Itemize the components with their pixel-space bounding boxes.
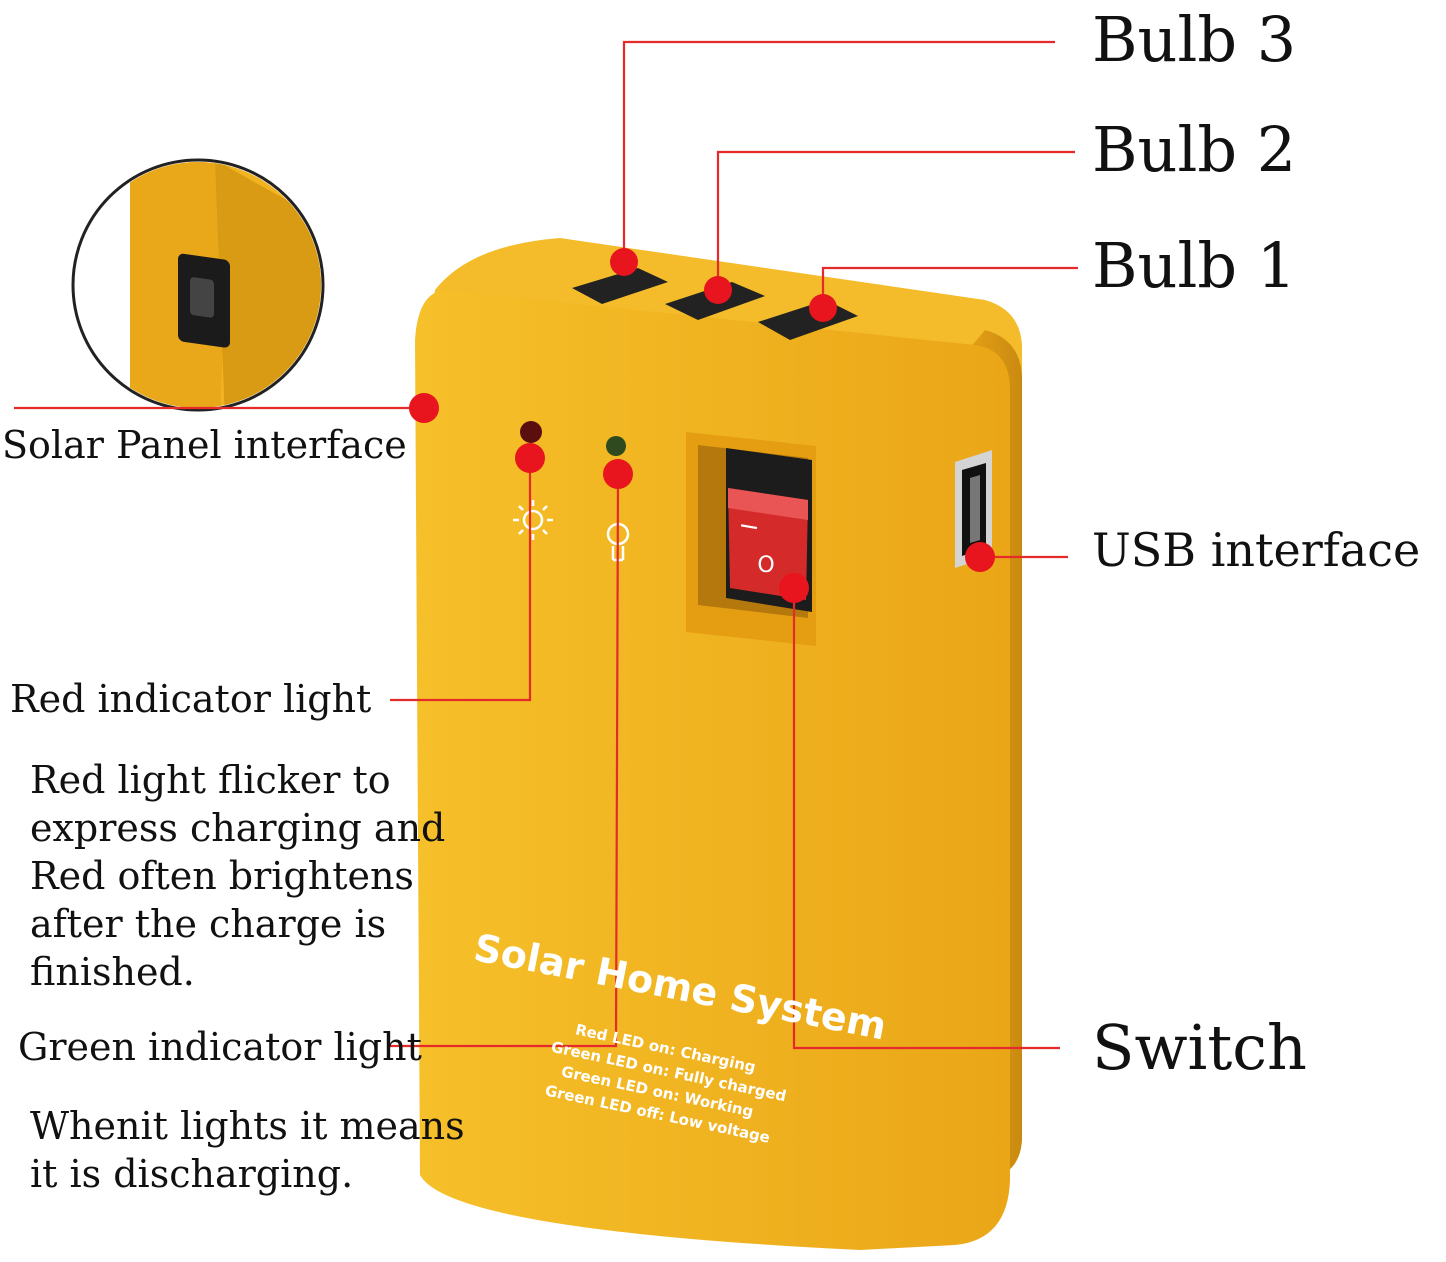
usb-marker (965, 542, 995, 572)
red-led (520, 421, 542, 443)
usb-label: USB interface (1092, 523, 1421, 577)
switch-marker (779, 573, 809, 603)
bulb3-marker (610, 248, 638, 276)
bulb2-marker (704, 276, 732, 304)
solar-port-marker (409, 393, 439, 423)
green-light-label: Green indicator light (18, 1025, 422, 1069)
green-led (606, 436, 626, 456)
green-led-marker (603, 459, 633, 489)
usb-port (955, 450, 992, 568)
marker-dots (409, 248, 995, 603)
green-light-description: Whenit lights it means it is discharging… (30, 1104, 465, 1196)
sun-icon (513, 500, 553, 540)
switch-off-mark: O (757, 553, 774, 578)
red-light-label: Red indicator light (10, 677, 372, 721)
solar-panel-label: Solar Panel interface (2, 423, 407, 467)
red-led-marker (515, 443, 545, 473)
bulb3-label: Bulb 3 (1092, 3, 1297, 76)
bulb1-marker (809, 294, 837, 322)
bulb1-label: Bulb 1 (1092, 229, 1297, 302)
switch-label: Switch (1092, 1011, 1307, 1084)
red-light-description: Red light flicker to express charging an… (30, 758, 446, 994)
solar-port-zoom-inset (71, 158, 325, 412)
bulb2-label: Bulb 2 (1092, 113, 1297, 186)
switch-on-mark: I (738, 522, 764, 533)
solar-home-device (415, 238, 1022, 1250)
